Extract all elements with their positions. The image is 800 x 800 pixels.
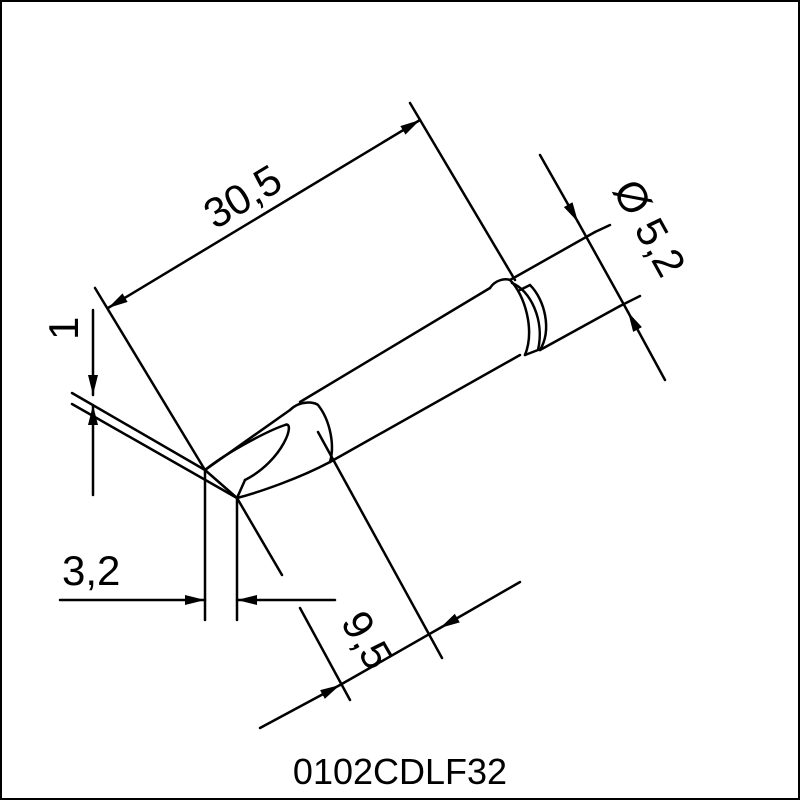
dimension-tip-thickness: 1	[40, 308, 98, 497]
dimension-shaft-diameter: Ø 5,2	[538, 153, 695, 382]
soldering-tip	[70, 230, 622, 500]
part-number: 0102CDLF32	[293, 751, 507, 792]
label-overall-length: 30,5	[195, 155, 289, 237]
label-tip-width: 3,2	[62, 547, 120, 594]
dimension-tip-width: 3,2	[58, 468, 337, 622]
label-tip-length: 9,5	[332, 603, 402, 677]
label-shaft-diameter: Ø 5,2	[604, 172, 695, 285]
label-tip-thickness: 1	[40, 317, 87, 340]
dimension-overall-length: 30,5	[93, 101, 517, 472]
